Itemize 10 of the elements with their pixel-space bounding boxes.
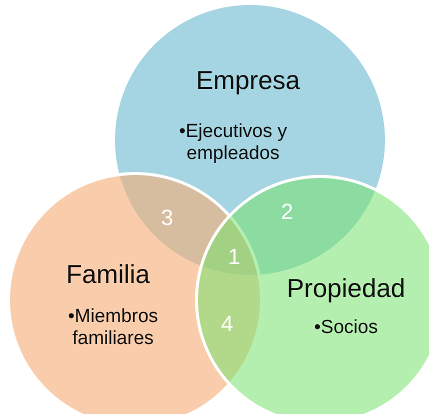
circle-title: Familia [65, 259, 151, 290]
bullet-item: •Ejecutivos y empleados [178, 121, 288, 165]
region-number: 3 [161, 205, 174, 231]
region-number: 4 [221, 311, 234, 337]
region-number: 1 [228, 244, 240, 270]
bullet-item: •Socios [313, 317, 379, 339]
circle-title: Empresa [194, 65, 302, 96]
circle-title: Propiedad [286, 273, 406, 304]
bullet-item: •Miembros familiares [66, 306, 160, 350]
region-number: 2 [281, 199, 294, 225]
